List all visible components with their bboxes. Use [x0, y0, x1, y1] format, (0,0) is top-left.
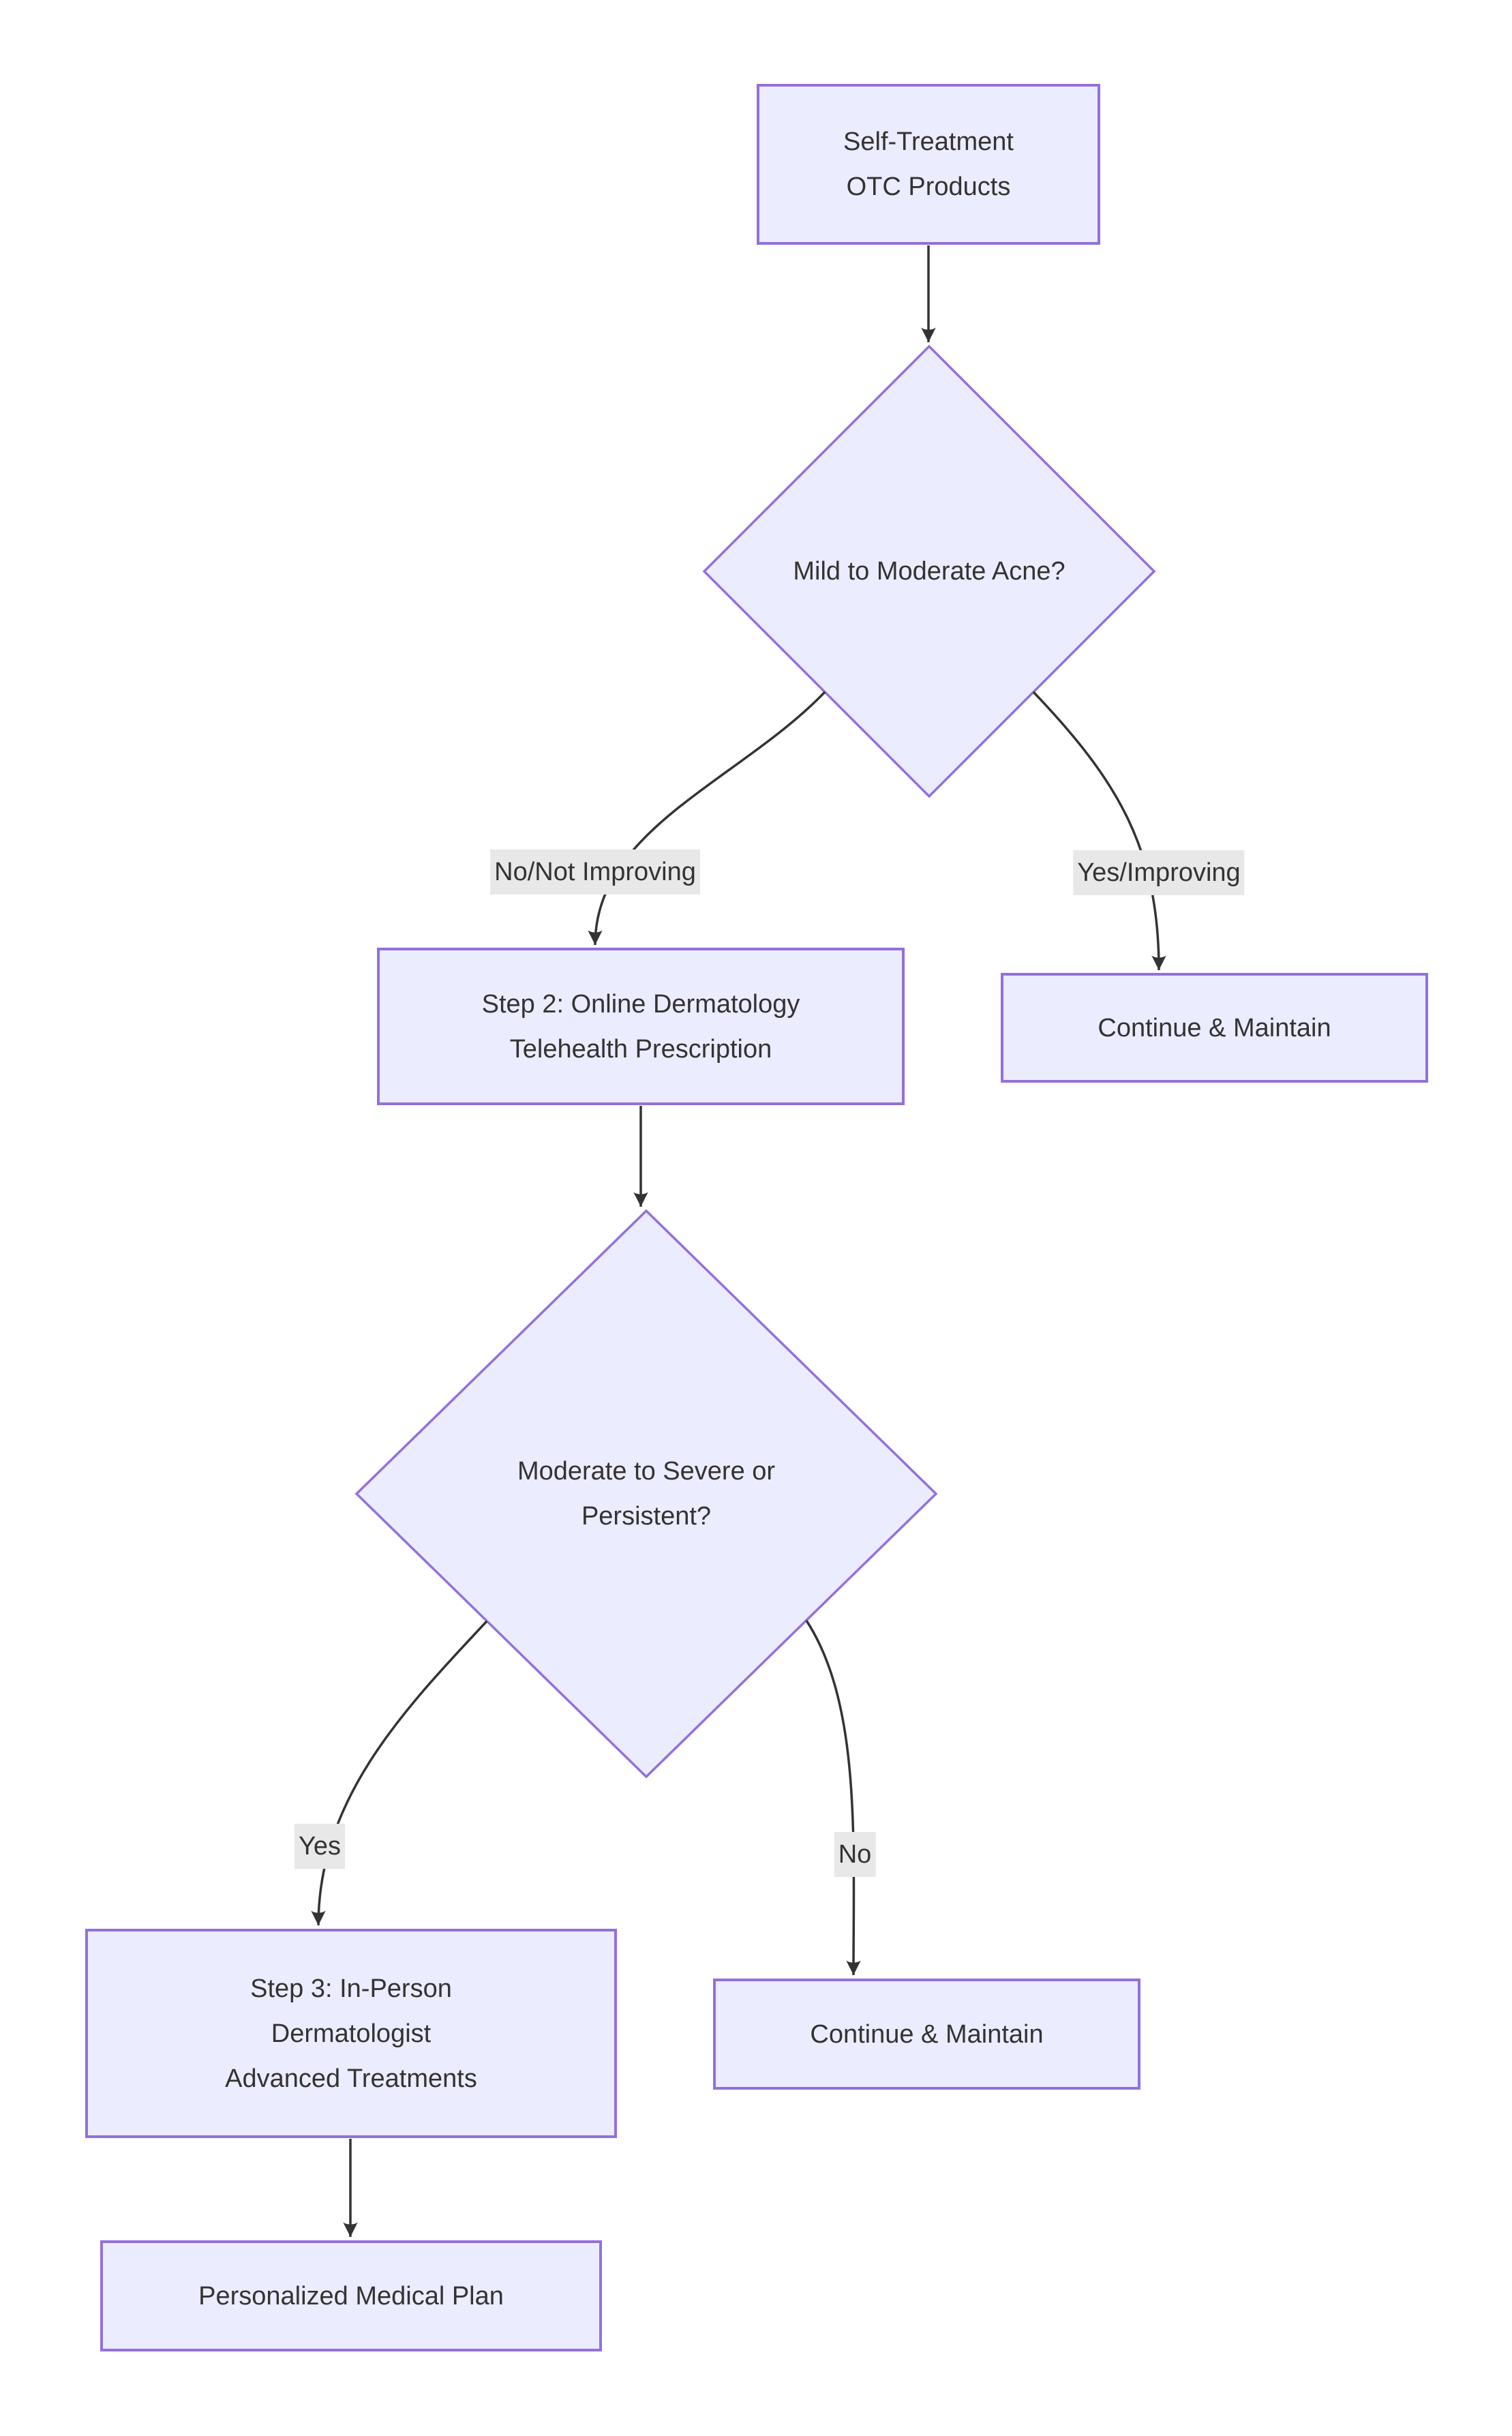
edge-label-yes-improving: Yes/Improving	[1073, 850, 1245, 895]
edge-label-no-not-improving: No/Not Improving	[490, 849, 700, 894]
diamond-mild-to-moderate-acne	[702, 344, 1156, 798]
edge-label-yes: Yes	[294, 1824, 345, 1869]
node-text-line: Dermatologist	[271, 2019, 432, 2048]
node-text-line: Step 2: Online Dermatology	[481, 989, 800, 1019]
node-step3-in-person-dermatologist: Step 3: In-Person Dermatologist Advanced…	[85, 1929, 617, 2138]
node-text-line: Advanced Treatments	[225, 2064, 477, 2093]
node-continue-maintain-bottom: Continue & Maintain	[713, 1979, 1140, 2090]
edge-label-no: No	[834, 1832, 876, 1877]
node-text-line: Continue & Maintain	[1098, 1013, 1331, 1042]
node-personalized-medical-plan: Personalized Medical Plan	[100, 2240, 602, 2351]
diamond-moderate-severe-persistent	[354, 1209, 938, 1779]
node-text-line: Continue & Maintain	[810, 2019, 1044, 2049]
node-text-line: Telehealth Prescription	[509, 1034, 772, 1064]
edge-moderate-severe-to-continue-bottom	[805, 1620, 861, 1976]
edge-mild-moderate-to-step2	[588, 691, 826, 946]
node-step2-online-dermatology: Step 2: Online Dermatology Telehealth Pr…	[377, 948, 905, 1105]
edge-mild-moderate-to-continue-top	[1032, 691, 1166, 971]
node-text-line: OTC Products	[846, 172, 1011, 201]
node-self-treatment-otc: Self-Treatment OTC Products	[757, 84, 1100, 245]
node-text-line: Self-Treatment	[843, 127, 1014, 156]
node-text-line: Step 3: In-Person	[250, 1974, 452, 2003]
node-continue-maintain-top: Continue & Maintain	[1001, 973, 1428, 1083]
node-text-line: Personalized Medical Plan	[198, 2281, 504, 2311]
edge-moderate-severe-to-step3	[311, 1620, 488, 1926]
